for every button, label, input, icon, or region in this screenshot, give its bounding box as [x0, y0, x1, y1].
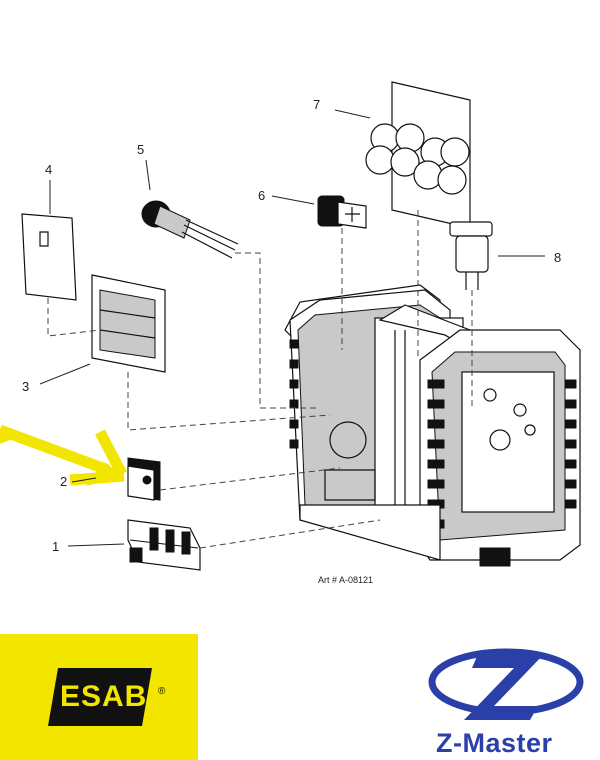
leader-lines [39, 109, 545, 547]
callout-label: 5 [137, 142, 144, 157]
zmaster-emblem-icon [428, 648, 584, 720]
exploded-parts-diagram: 1 2 3 4 5 6 7 8 Art # A-08121 [0, 81, 581, 585]
callout-label: 3 [22, 379, 29, 394]
callout-label: 1 [52, 539, 59, 554]
part-1-contactor [127, 519, 201, 571]
part-2-relay [127, 457, 161, 501]
part-7-capacitor-bank [365, 81, 471, 229]
callout-label: 6 [258, 188, 265, 203]
highlight-arrow [0, 424, 127, 486]
part-6-switch [317, 195, 367, 229]
callout-label: 7 [313, 97, 320, 112]
callout-label: 8 [554, 250, 561, 265]
zmaster-logo-text: Z-Master [436, 728, 553, 758]
esab-logo-text: ESAB [60, 680, 148, 713]
assembly-lines [47, 210, 473, 549]
part-8-filter [449, 221, 493, 290]
callout-label: 2 [60, 474, 67, 489]
esab-mark-icon [48, 668, 152, 726]
part-4-label [21, 213, 77, 301]
art-number: Art # A-08121 [318, 575, 373, 585]
callout-label: 4 [45, 162, 52, 177]
part-5-power-cord [141, 200, 239, 259]
main-enclosure [284, 284, 581, 567]
registered-mark: ® [158, 686, 166, 697]
part-3-frame [91, 274, 166, 373]
